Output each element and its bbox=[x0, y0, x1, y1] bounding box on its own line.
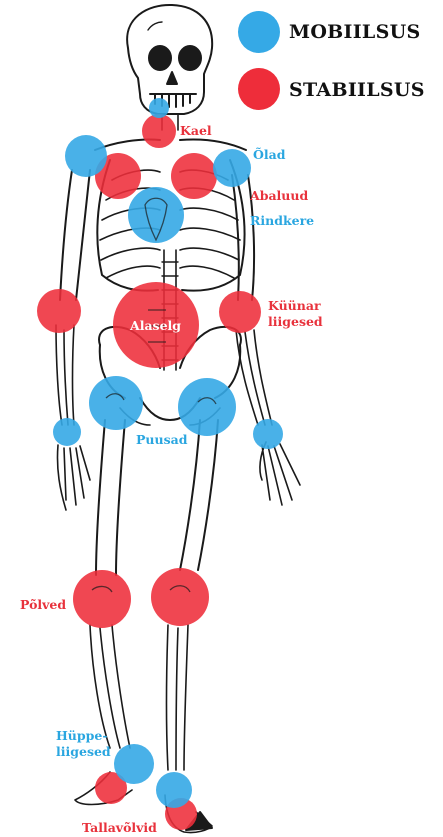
label-huppe-line1: Hüppe- bbox=[56, 728, 108, 743]
hip-left-circle bbox=[89, 376, 143, 430]
knee-right-circle bbox=[151, 568, 209, 626]
elbow-left-circle bbox=[37, 289, 81, 333]
neck-top-circle bbox=[149, 98, 169, 118]
label-alaselg: Alaselg bbox=[130, 318, 181, 333]
legend-stability-label: STABIILSUS bbox=[289, 79, 425, 101]
knee-left-circle bbox=[73, 570, 131, 628]
abaluu-right-circle bbox=[171, 153, 217, 199]
label-olad: Õlad bbox=[253, 147, 285, 162]
wrist-left-circle bbox=[53, 418, 81, 446]
label-rindkere: Rindkere bbox=[250, 213, 314, 228]
label-abaluud: Abaluud bbox=[250, 188, 308, 203]
wrist-right-circle bbox=[253, 419, 283, 449]
label-kuunar-line1: Küünar bbox=[268, 298, 321, 313]
ankle-right-circle bbox=[156, 772, 192, 808]
shoulder-left-circle bbox=[65, 135, 107, 177]
elbow-right-circle bbox=[219, 291, 261, 333]
label-polved: Põlved bbox=[20, 597, 66, 612]
kael-circle bbox=[142, 114, 176, 148]
ankle-left-circle bbox=[114, 744, 154, 784]
label-kuunar-line2: liigesed bbox=[268, 314, 323, 329]
legend-stability-dot bbox=[238, 68, 280, 110]
hip-right-circle bbox=[178, 378, 236, 436]
legend-mobility-dot bbox=[238, 11, 280, 53]
label-kael: Kael bbox=[180, 123, 212, 138]
legend-mobility-label: MOBIILSUS bbox=[289, 21, 421, 43]
label-huppe-line2: liigesed bbox=[56, 744, 111, 759]
label-tallavolvid: Tallavõlvid bbox=[82, 820, 157, 835]
label-puusad: Puusad bbox=[136, 432, 187, 447]
shoulder-right-circle bbox=[213, 149, 251, 187]
rindkere-circle bbox=[128, 187, 184, 243]
